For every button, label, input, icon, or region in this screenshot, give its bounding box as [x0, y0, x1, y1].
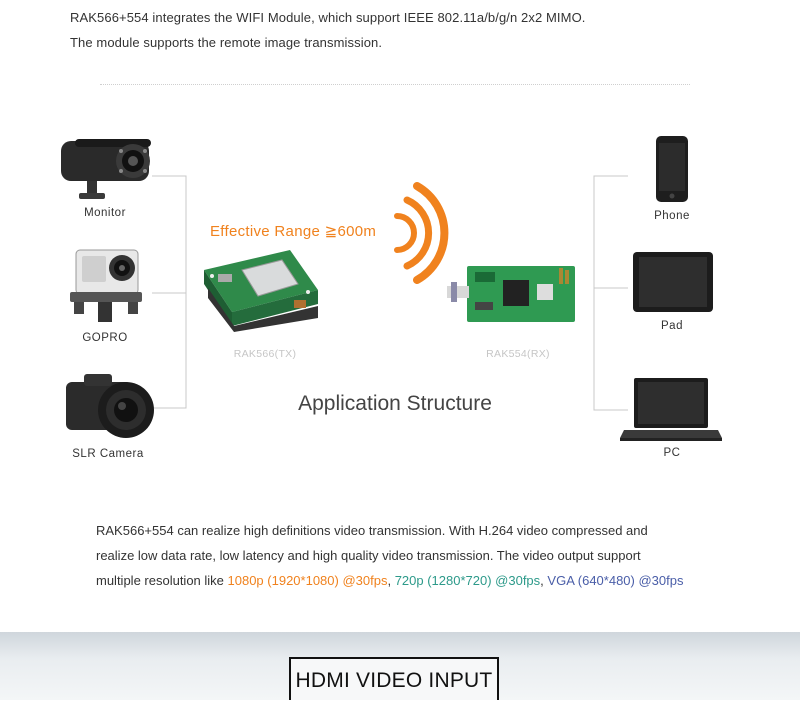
resolution-720p: 720p (1280*720) @30fps: [394, 573, 541, 588]
description-line-3-prefix: multiple resolution like: [96, 573, 228, 588]
banner-title-box: HDMI VIDEO INPUT: [289, 657, 499, 700]
target-label-pc: PC: [663, 447, 681, 459]
wifi-signal-icon: [394, 182, 449, 284]
target-label-phone: Phone: [654, 210, 690, 222]
rx-label: RAK554(RX): [486, 348, 550, 360]
range-text: Effective Range ≧600m: [210, 223, 377, 240]
laptop-icon: [620, 378, 722, 441]
source-label-monitor: Monitor: [84, 207, 126, 219]
right-connector: [593, 175, 628, 411]
security-camera-icon: [61, 139, 151, 199]
slr-camera-icon: [66, 374, 154, 438]
description-line-1: RAK566+554 can realize high definitions …: [96, 523, 648, 538]
section-divider: [100, 84, 690, 85]
description-line-3: multiple resolution like 1080p (1920*108…: [96, 573, 683, 588]
description-line-2: realize low data rate, low latency and h…: [96, 548, 641, 563]
resolution-1080p: 1080p (1920*1080) @30fps: [227, 573, 388, 588]
smartphone-icon: [656, 136, 688, 202]
separator-1: ,: [387, 573, 395, 588]
rx-board-icon: [447, 266, 575, 322]
resolution-vga: VGA (640*480) @30fps: [547, 573, 684, 588]
separator-2: ,: [540, 573, 548, 588]
target-label-pad: Pad: [661, 320, 683, 332]
source-label-gopro: GOPRO: [82, 332, 128, 344]
source-label-slr: SLR Camera: [72, 448, 144, 460]
tx-board-icon: [204, 250, 318, 332]
intro-line-1: RAK566+554 integrates the WIFI Module, w…: [70, 10, 586, 25]
tx-label: RAK566(TX): [233, 348, 297, 360]
action-camera-icon: [70, 249, 142, 322]
tablet-icon: [633, 252, 713, 312]
left-connector: [152, 175, 187, 409]
structure-title: Application Structure: [298, 392, 492, 415]
banner-title: HDMI VIDEO INPUT: [295, 669, 493, 692]
intro-line-2: The module supports the remote image tra…: [70, 35, 383, 50]
